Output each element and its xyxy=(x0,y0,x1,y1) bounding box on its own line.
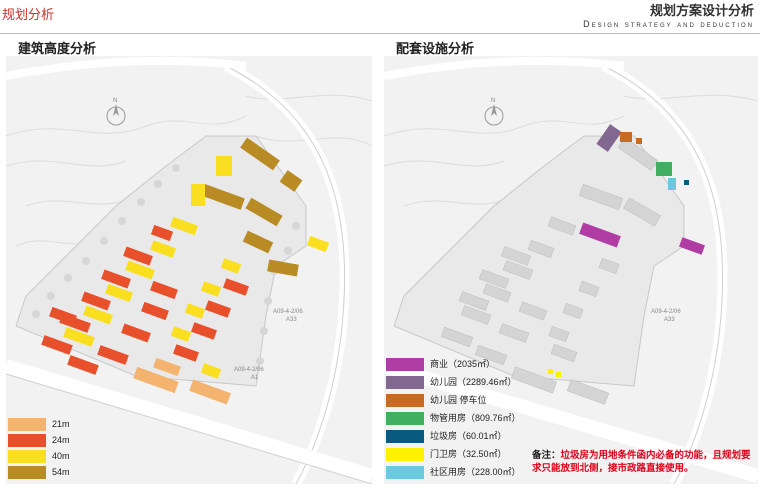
legend-label: 门卫房（32.50㎡） xyxy=(430,449,507,459)
legend-swatch xyxy=(8,450,46,463)
building-54m xyxy=(245,197,283,227)
building-24m xyxy=(223,278,249,296)
building-24m xyxy=(97,345,129,365)
building-24m xyxy=(49,306,77,326)
facility-site-plan: N A09-4-2/06 A33 xyxy=(384,56,758,484)
parcel-label-b-sub: A1 xyxy=(251,375,259,381)
legend-swatch xyxy=(386,466,424,479)
north-label: N xyxy=(113,98,117,104)
right-panel-title: 配套设施分析 xyxy=(396,41,475,56)
left-panel-title: 建筑高度分析 xyxy=(18,41,97,56)
legend-swatch xyxy=(386,394,424,407)
note-prefix: 备注： xyxy=(532,450,561,461)
building-40m xyxy=(63,327,95,347)
building-24m xyxy=(123,246,153,266)
building-24m xyxy=(150,280,178,300)
legend-swatch xyxy=(386,430,424,443)
building-24m xyxy=(150,224,174,242)
map-background xyxy=(384,56,758,484)
building-40m xyxy=(150,240,176,258)
facility-commerce xyxy=(679,237,705,255)
building-40m xyxy=(200,363,222,379)
legend-label: 社区用房（228.00㎡） xyxy=(430,467,521,477)
building-40m xyxy=(170,216,198,236)
legend-label: 物管用房（809.76㎡） xyxy=(430,413,521,423)
building-40m xyxy=(200,281,222,297)
facility-blocks xyxy=(548,124,705,377)
building-24m xyxy=(121,323,151,343)
legend-swatch xyxy=(386,358,424,371)
parcel-label-b: A09-4-2/06 xyxy=(234,367,264,373)
parcel-label-a-sub: A33 xyxy=(286,317,297,323)
building-40m xyxy=(306,235,330,253)
building-54m xyxy=(201,184,245,210)
parcel-label-a-sub: A33 xyxy=(664,317,675,323)
facility-analysis-map: N A09-4-2/06 A33 商业（2035㎡） 幼儿园（2289.46㎡） 幼… xyxy=(384,56,758,484)
building-21m xyxy=(189,379,231,405)
building-24m xyxy=(101,269,131,289)
legend-label: 商业（2035㎡） xyxy=(430,359,496,369)
building-40m xyxy=(184,303,206,319)
building-54m xyxy=(279,170,303,192)
facility-community xyxy=(668,178,676,190)
legend-label: 54m xyxy=(52,467,70,477)
legend-swatch xyxy=(8,434,46,447)
building-21m xyxy=(133,366,179,394)
north-arrow-icon xyxy=(106,104,126,126)
facility-kindergarten xyxy=(596,124,622,152)
building-24m xyxy=(141,301,169,321)
facility-property xyxy=(656,162,672,176)
building-21m xyxy=(153,357,181,377)
legend-swatch xyxy=(8,418,46,431)
building-40m xyxy=(83,305,113,325)
legend-swatch xyxy=(386,412,424,425)
building-40m xyxy=(170,326,192,342)
parcel-label-a: A09-4-2/06 xyxy=(651,309,681,315)
parcel-label-a: A09-4-2/06 xyxy=(273,309,303,315)
legend-swatch xyxy=(386,448,424,461)
building-24m xyxy=(81,291,111,311)
section-tag: 规划分析 xyxy=(2,7,55,22)
building-40m xyxy=(125,260,155,280)
building-54m xyxy=(240,137,280,171)
legend-label: 21m xyxy=(52,419,70,429)
north-label: N xyxy=(491,98,495,104)
legend-swatch xyxy=(386,376,424,389)
building-24m xyxy=(173,344,199,362)
document-title: 规划方案设计分析 xyxy=(649,3,754,18)
facility-kindergarten-parking xyxy=(620,132,632,142)
building-24m xyxy=(205,300,231,318)
legend-label: 24m xyxy=(52,435,70,445)
height-analysis-map: N A09-4-2/06 A33 A09-4-2/06 A1 xyxy=(6,56,372,484)
building-40m xyxy=(220,258,242,274)
building-54m xyxy=(242,230,274,254)
document-subtitle: Design strategy and deduction xyxy=(583,19,754,29)
building-40m xyxy=(216,156,232,176)
legend-label: 幼儿园 停车位 xyxy=(430,395,487,405)
facility-guard xyxy=(556,372,561,377)
note-text: 垃圾房为用地条件函内必备的功能，且规划要求只能放到北侧，接市政路直接使用。 xyxy=(532,450,751,474)
facility-garbage xyxy=(684,180,689,185)
north-arrow-icon xyxy=(484,104,504,126)
building-24m xyxy=(41,335,73,355)
facility-commerce xyxy=(579,222,621,248)
facility-kindergarten-parking xyxy=(636,138,642,144)
legend-label: 垃圾房（60.01㎡） xyxy=(430,431,507,441)
building-blocks xyxy=(41,137,330,405)
facility-guard xyxy=(548,369,553,374)
legend-label: 幼儿园（2289.46㎡） xyxy=(430,377,517,387)
header-divider xyxy=(0,33,760,34)
building-24m xyxy=(191,322,217,340)
site-note: 备注：垃圾房为用地条件函内必备的功能，且规划要求只能放到北侧，接市政路直接使用。 xyxy=(532,449,752,475)
building-40m xyxy=(105,283,133,303)
building-40m xyxy=(191,184,205,206)
legend-swatch xyxy=(8,466,46,479)
legend-label: 40m xyxy=(52,451,70,461)
building-54m xyxy=(267,259,299,277)
height-site-plan: N A09-4-2/06 A33 A09-4-2/06 A1 xyxy=(6,56,372,484)
building-24m xyxy=(67,355,99,375)
